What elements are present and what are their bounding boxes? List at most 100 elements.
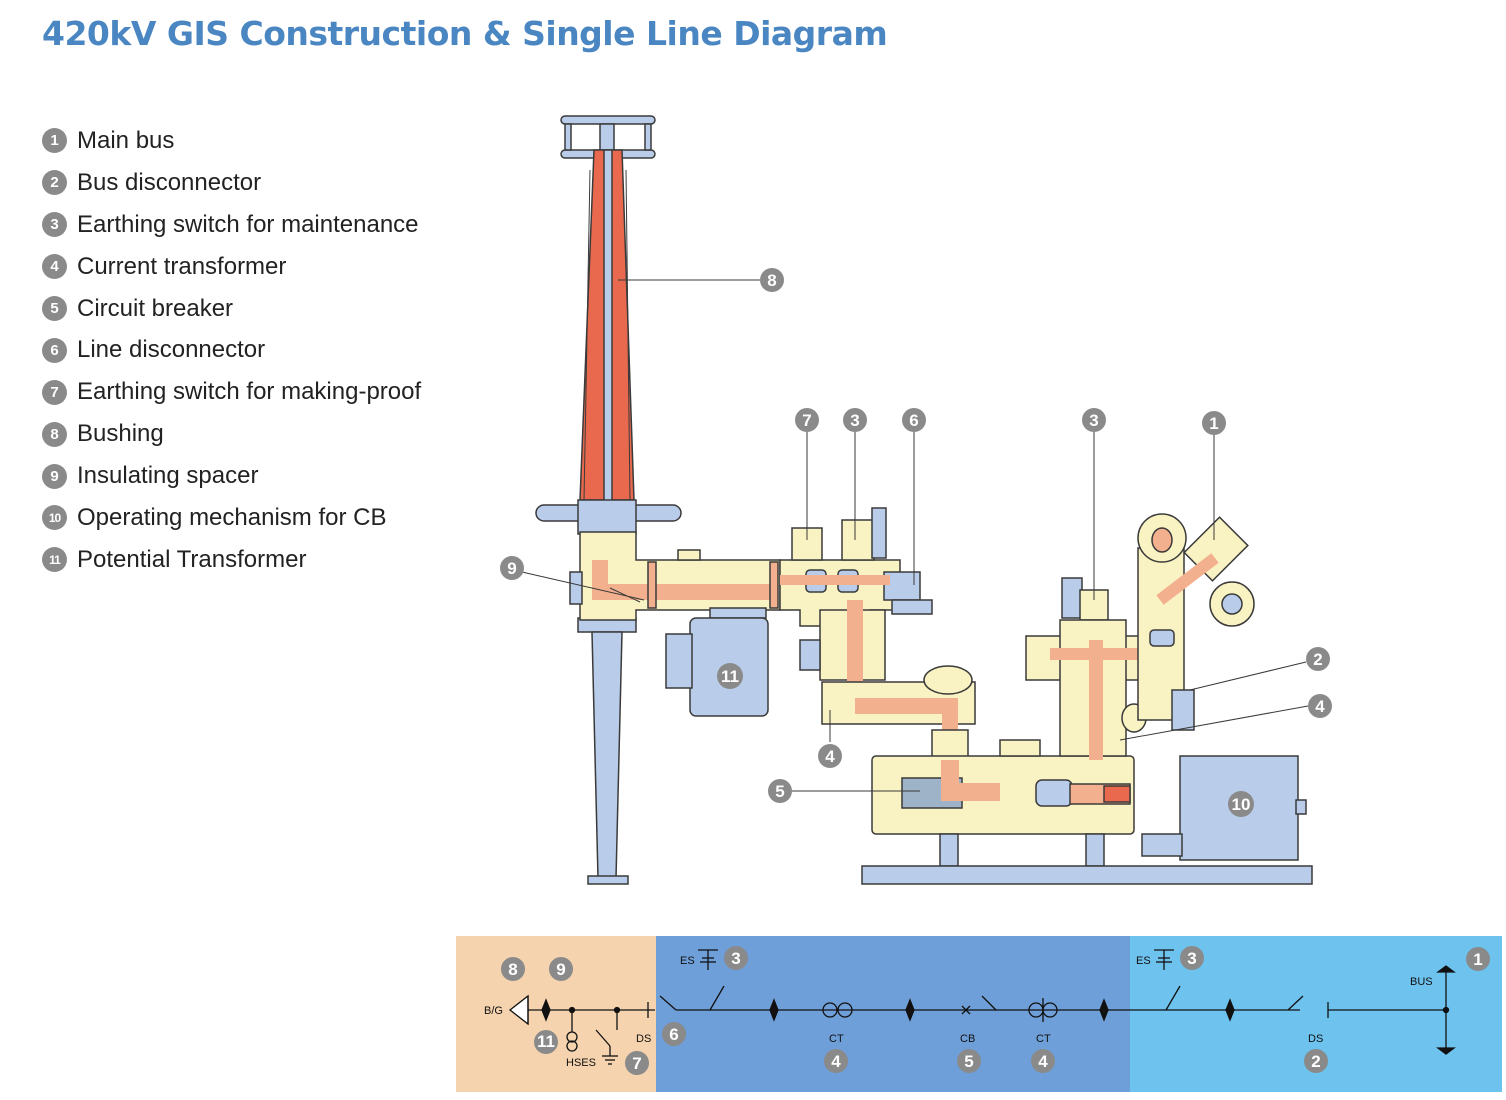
- sld-num-11: 11: [534, 1030, 558, 1054]
- svg-text:1: 1: [1473, 950, 1482, 969]
- sld-label-ds-right: DS: [1308, 1033, 1323, 1045]
- bus-side-module: [1025, 513, 1255, 760]
- legend-label: Operating mechanism for CB: [77, 503, 387, 531]
- sld-label-es-right: ES: [1136, 955, 1151, 967]
- sld-num-7: 7: [625, 1051, 649, 1075]
- svg-text:11: 11: [721, 667, 739, 686]
- legend-item: 11 Potential Transformer: [42, 539, 421, 581]
- svg-text:1: 1: [1209, 414, 1218, 433]
- callout-4-bus-side: 4: [1308, 694, 1332, 718]
- svg-text:3: 3: [731, 949, 740, 968]
- callout-leaders: [521, 279, 1309, 792]
- svg-text:9: 9: [507, 559, 516, 578]
- legend-number-badge: 2: [42, 170, 67, 196]
- legend-number-badge: 11: [42, 547, 67, 573]
- svg-text:11: 11: [537, 1032, 555, 1051]
- legend-number-badge: 1: [42, 128, 67, 154]
- sld-num-8: 8: [501, 957, 525, 981]
- sld-num-6: 6: [662, 1022, 686, 1046]
- callout-4-line-side: 4: [818, 744, 842, 768]
- svg-text:8: 8: [508, 960, 517, 979]
- legend-label: Potential Transformer: [77, 545, 307, 573]
- svg-text:10: 10: [1232, 795, 1251, 814]
- svg-text:5: 5: [964, 1052, 973, 1071]
- legend-number-badge: 9: [42, 463, 67, 489]
- legend-label: Main bus: [77, 126, 175, 154]
- circuit-breaker-tank: [861, 729, 1313, 885]
- legend-label: Circuit breaker: [77, 294, 234, 322]
- sld-label-es-left: ES: [680, 955, 695, 967]
- sld-label-bus: BUS: [1410, 976, 1433, 988]
- legend-label: Line disconnector: [77, 336, 266, 364]
- legend-number-badge: 8: [42, 421, 67, 447]
- legend-item: 6 Line disconnector: [42, 329, 421, 371]
- svg-text:8: 8: [767, 271, 776, 290]
- svg-text:7: 7: [632, 1054, 641, 1073]
- svg-text:6: 6: [909, 411, 918, 430]
- sld-num-3-left: 3: [724, 946, 748, 970]
- legend-label: Earthing switch for maintenance: [77, 210, 419, 238]
- legend-number-badge: 5: [42, 296, 67, 321]
- svg-text:5: 5: [775, 782, 784, 801]
- sld-label-cb: CB: [960, 1033, 975, 1045]
- legend-item: 5 Circuit breaker: [42, 288, 421, 330]
- page-title: 420kV GIS Construction & Single Line Dia…: [42, 14, 888, 53]
- sld-num-1: 1: [1466, 947, 1490, 971]
- legend-item: 9 Insulating spacer: [42, 455, 421, 497]
- sld-num-9: 9: [549, 957, 573, 981]
- callout-3-bus-side: 3: [1082, 408, 1106, 432]
- legend-number-badge: 3: [42, 212, 67, 238]
- sld-label-ds-left: DS: [636, 1033, 651, 1045]
- sld-label-hses: HSES: [566, 1057, 596, 1069]
- svg-text:3: 3: [850, 411, 859, 430]
- sld-num-2: 2: [1304, 1049, 1328, 1073]
- callout-3-line-side: 3: [843, 408, 867, 432]
- svg-text:9: 9: [556, 960, 565, 979]
- sld-num-4-right: 4: [1031, 1049, 1055, 1073]
- sld-num-4-left: 4: [824, 1049, 848, 1073]
- legend-number-badge: 4: [42, 254, 67, 280]
- svg-text:4: 4: [1315, 697, 1325, 716]
- svg-text:2: 2: [1313, 650, 1322, 669]
- legend-label: Insulating spacer: [77, 462, 259, 490]
- callout-10: 10: [1228, 791, 1254, 817]
- callout-2: 2: [1306, 647, 1330, 671]
- svg-text:7: 7: [802, 411, 811, 430]
- bushing-assembly: [535, 115, 682, 885]
- legend-label: Earthing switch for making-proof: [77, 378, 422, 406]
- legend-item: 3 Earthing switch for maintenance: [42, 204, 421, 246]
- legend-item: 7 Earthing switch for making-proof: [42, 371, 421, 413]
- svg-text:4: 4: [1038, 1052, 1048, 1071]
- legend-item: 4 Current transformer: [42, 246, 421, 288]
- callout-11: 11: [717, 663, 743, 689]
- svg-text:4: 4: [831, 1052, 841, 1071]
- callout-7: 7: [795, 408, 819, 432]
- legend-label: Bushing: [77, 420, 164, 448]
- svg-text:4: 4: [825, 747, 835, 766]
- legend-label: Current transformer: [77, 252, 287, 280]
- legend-item: 8 Bushing: [42, 413, 421, 455]
- single-line-diagram: B/G HSES DS ES CT CB CT ES DS BUS 8 9 11…: [456, 936, 1502, 1092]
- callout-9: 9: [500, 556, 524, 580]
- legend-number-badge: 10: [42, 505, 67, 531]
- svg-text:6: 6: [669, 1025, 678, 1044]
- sld-label-ct-left: CT: [829, 1033, 844, 1045]
- svg-text:3: 3: [1187, 949, 1196, 968]
- callout-5: 5: [768, 779, 792, 803]
- svg-text:3: 3: [1089, 411, 1098, 430]
- callout-1: 1: [1202, 411, 1226, 435]
- legend-number-badge: 6: [42, 337, 67, 363]
- legend-item: 10 Operating mechanism for CB: [42, 497, 421, 539]
- callout-8: 8: [760, 268, 784, 292]
- sld-label-bg: B/G: [484, 1005, 503, 1017]
- line-disconnector-module: [779, 507, 976, 780]
- legend-item: 1 Main bus: [42, 120, 421, 162]
- svg-text:2: 2: [1311, 1052, 1320, 1071]
- sld-label-ct-right: CT: [1036, 1033, 1051, 1045]
- callout-6: 6: [902, 408, 926, 432]
- legend-number-badge: 7: [42, 379, 67, 405]
- sld-num-5: 5: [957, 1049, 981, 1073]
